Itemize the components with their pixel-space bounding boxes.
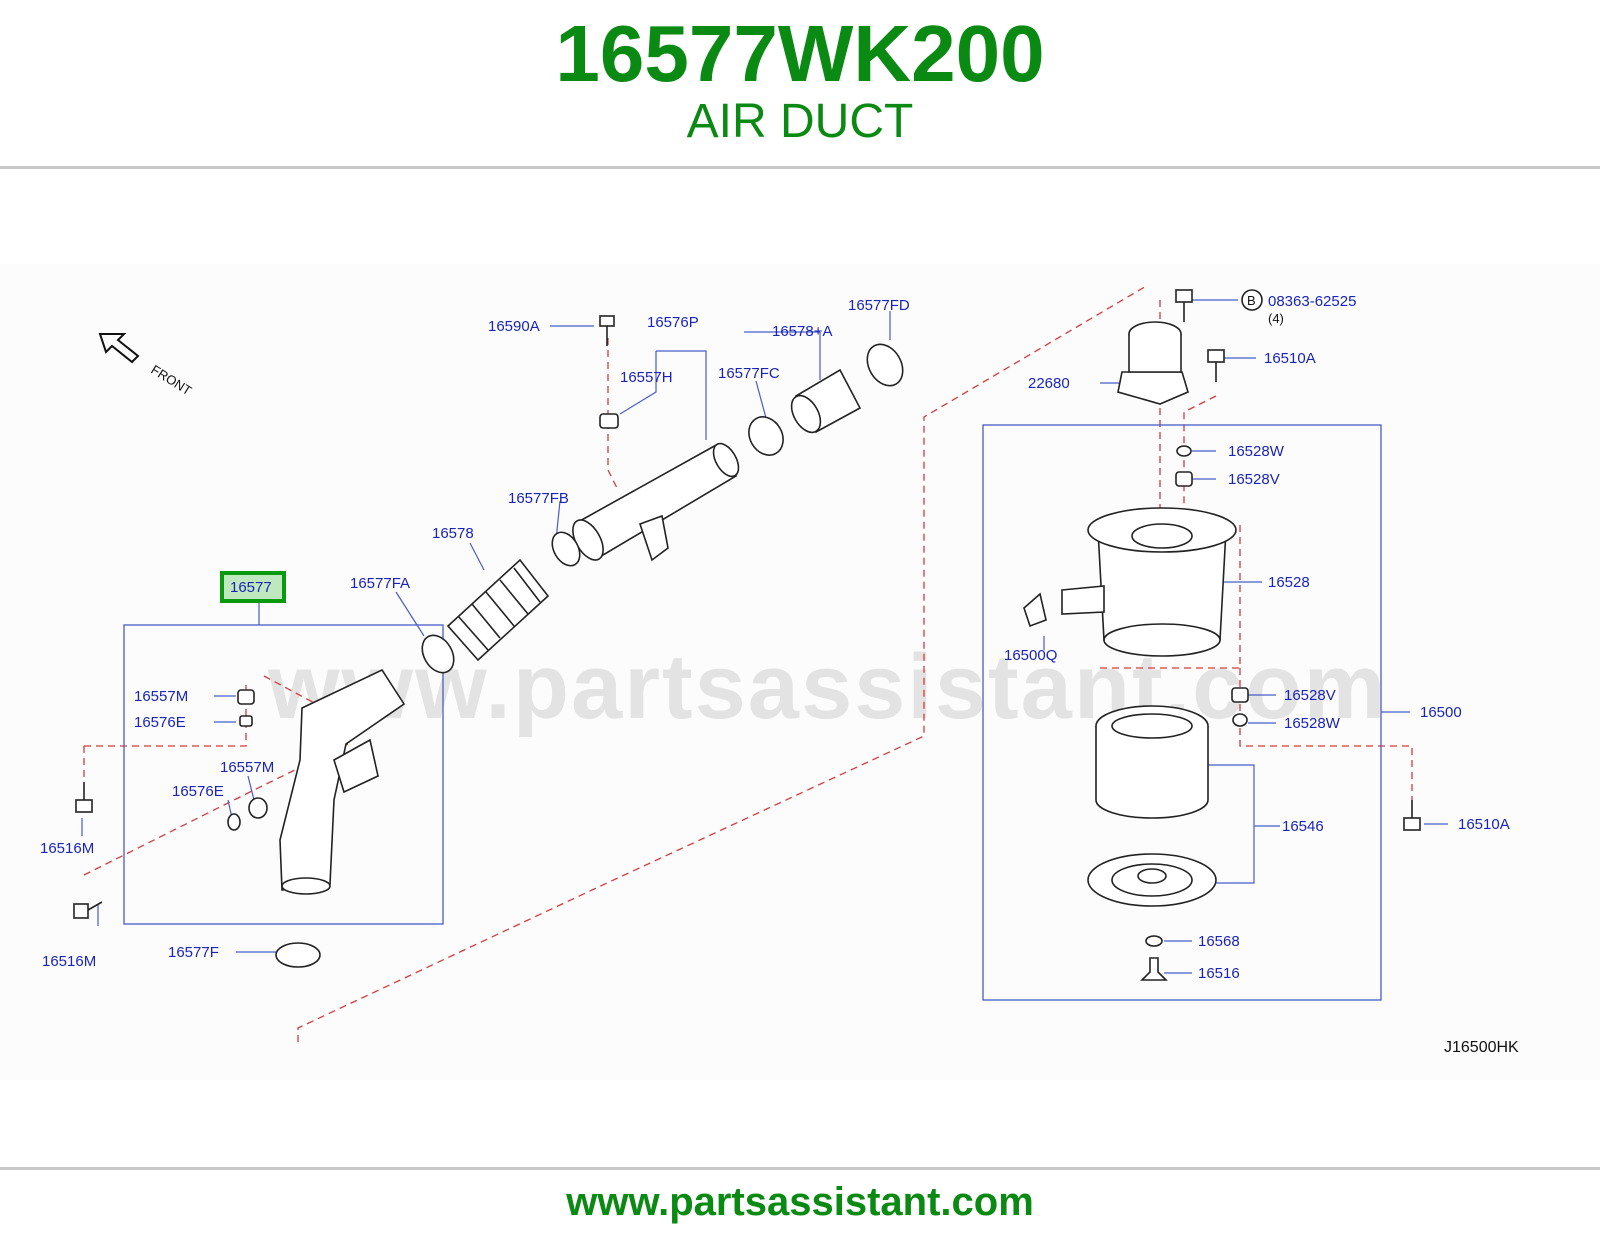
- label-16528v-lower[interactable]: 16528V: [1284, 687, 1336, 704]
- air-cleaner-cover: [1087, 853, 1217, 907]
- label-16590a[interactable]: 16590A: [488, 318, 540, 335]
- label-16516m-upper[interactable]: 16516M: [40, 840, 94, 857]
- label-16577[interactable]: 16577: [230, 579, 272, 596]
- collar-16576e-lower: [227, 813, 241, 831]
- clamp-16577fc: [748, 416, 784, 456]
- label-16577f[interactable]: 16577F: [168, 944, 219, 961]
- label-16528[interactable]: 16528: [1268, 574, 1310, 591]
- bottom-divider: [0, 1167, 1600, 1170]
- label-16557m-upper[interactable]: 16557M: [134, 688, 188, 705]
- label-22680[interactable]: 22680: [1028, 375, 1070, 392]
- label-16557h[interactable]: 16557H: [620, 369, 673, 386]
- leader-lines: [81, 299, 1448, 974]
- grommet-16557h: [599, 413, 619, 429]
- top-divider: [0, 166, 1600, 169]
- clamp-16577f: [275, 942, 321, 968]
- label-16576e-lower[interactable]: 16576E: [172, 783, 224, 800]
- label-16528v-upper[interactable]: 16528V: [1228, 471, 1280, 488]
- bellows-hose-16578: [446, 558, 550, 662]
- bolt-08363-62525: [1175, 289, 1193, 322]
- grommet-16557m-upper: [237, 689, 255, 705]
- label-16577fd[interactable]: 16577FD: [848, 297, 910, 314]
- label-16516m-lower[interactable]: 16516M: [42, 953, 96, 970]
- clamp-16577fb: [551, 531, 581, 567]
- washer-16528w-upper: [1176, 445, 1192, 457]
- label-08363-quantity: (4): [1268, 311, 1284, 326]
- label-16577fc[interactable]: 16577FC: [718, 365, 780, 382]
- label-16578[interactable]: 16578: [432, 525, 474, 542]
- label-16510a-upper[interactable]: 16510A: [1264, 350, 1316, 367]
- front-arrow-icon: [98, 333, 140, 364]
- part-number-title: 16577WK200: [555, 9, 1045, 98]
- footer-site-url[interactable]: www.partsassistant.com: [566, 1180, 1034, 1224]
- label-16577fa[interactable]: 16577FA: [350, 575, 410, 592]
- highlight-box-16577: [220, 571, 286, 603]
- label-16576p[interactable]: 16576P: [647, 314, 699, 331]
- part-name-subtitle: AIR DUCT: [686, 95, 914, 148]
- dust-valve-16500q: [1023, 592, 1047, 628]
- bolt-16590a: [599, 315, 615, 346]
- reference-dashed-lines: [83, 284, 1413, 1042]
- bolt-marker-b-icon: [1241, 289, 1263, 311]
- page-header: 16577WK200 AIR DUCT: [0, 0, 1600, 168]
- assembly-box-16577: [123, 624, 444, 925]
- label-16510a-lower[interactable]: 16510A: [1458, 816, 1510, 833]
- part-labels: 16577 16590A 16576P 16578+A 16577FD 1655…: [40, 293, 1519, 1056]
- label-08363-62525[interactable]: 08363-62525: [1268, 293, 1356, 310]
- diagram-code: J16500HK: [1444, 1039, 1519, 1056]
- label-16577fb[interactable]: 16577FB: [508, 490, 569, 507]
- label-16528w-lower[interactable]: 16528W: [1284, 715, 1341, 732]
- label-16576e-upper[interactable]: 16576E: [134, 714, 186, 731]
- collar-16576e-upper: [239, 715, 253, 727]
- air-duct-16577: [279, 668, 406, 895]
- label-16578a[interactable]: 16578+A: [772, 323, 832, 340]
- hose-16578a: [790, 368, 862, 434]
- airflow-sensor-22680: [1117, 321, 1189, 405]
- bolt-16516m-lower: [73, 901, 103, 919]
- bolt-16510a-upper: [1207, 349, 1225, 382]
- bolt-marker-b-label: B: [1247, 293, 1256, 308]
- clamp-16577fd: [866, 343, 904, 387]
- air-duct-tube-16576p: [572, 442, 740, 562]
- label-16500q[interactable]: 16500Q: [1004, 647, 1057, 664]
- part-drawings: [73, 289, 1421, 981]
- air-cleaner-body-16528: [1061, 507, 1237, 657]
- label-16557m-lower[interactable]: 16557M: [220, 759, 274, 776]
- bolt-16516m-upper: [75, 782, 93, 813]
- grommet-16528v-upper: [1175, 471, 1193, 487]
- front-label: FRONT: [148, 362, 194, 398]
- filter-element-16546: [1095, 705, 1209, 819]
- bolt-16510a-lower: [1403, 800, 1421, 831]
- label-16528w-upper[interactable]: 16528W: [1228, 443, 1285, 460]
- grommet-16528v-lower: [1231, 687, 1249, 703]
- washer-16568: [1145, 935, 1163, 947]
- washer-16528w-lower: [1232, 713, 1248, 727]
- label-16546[interactable]: 16546: [1282, 818, 1324, 835]
- wing-nut-16516: [1140, 957, 1168, 981]
- label-16516[interactable]: 16516: [1198, 965, 1240, 982]
- clamp-16577fa: [421, 634, 455, 674]
- label-16500[interactable]: 16500: [1420, 704, 1462, 721]
- grommet-16557m-lower: [248, 797, 268, 819]
- label-16568[interactable]: 16568: [1198, 933, 1240, 950]
